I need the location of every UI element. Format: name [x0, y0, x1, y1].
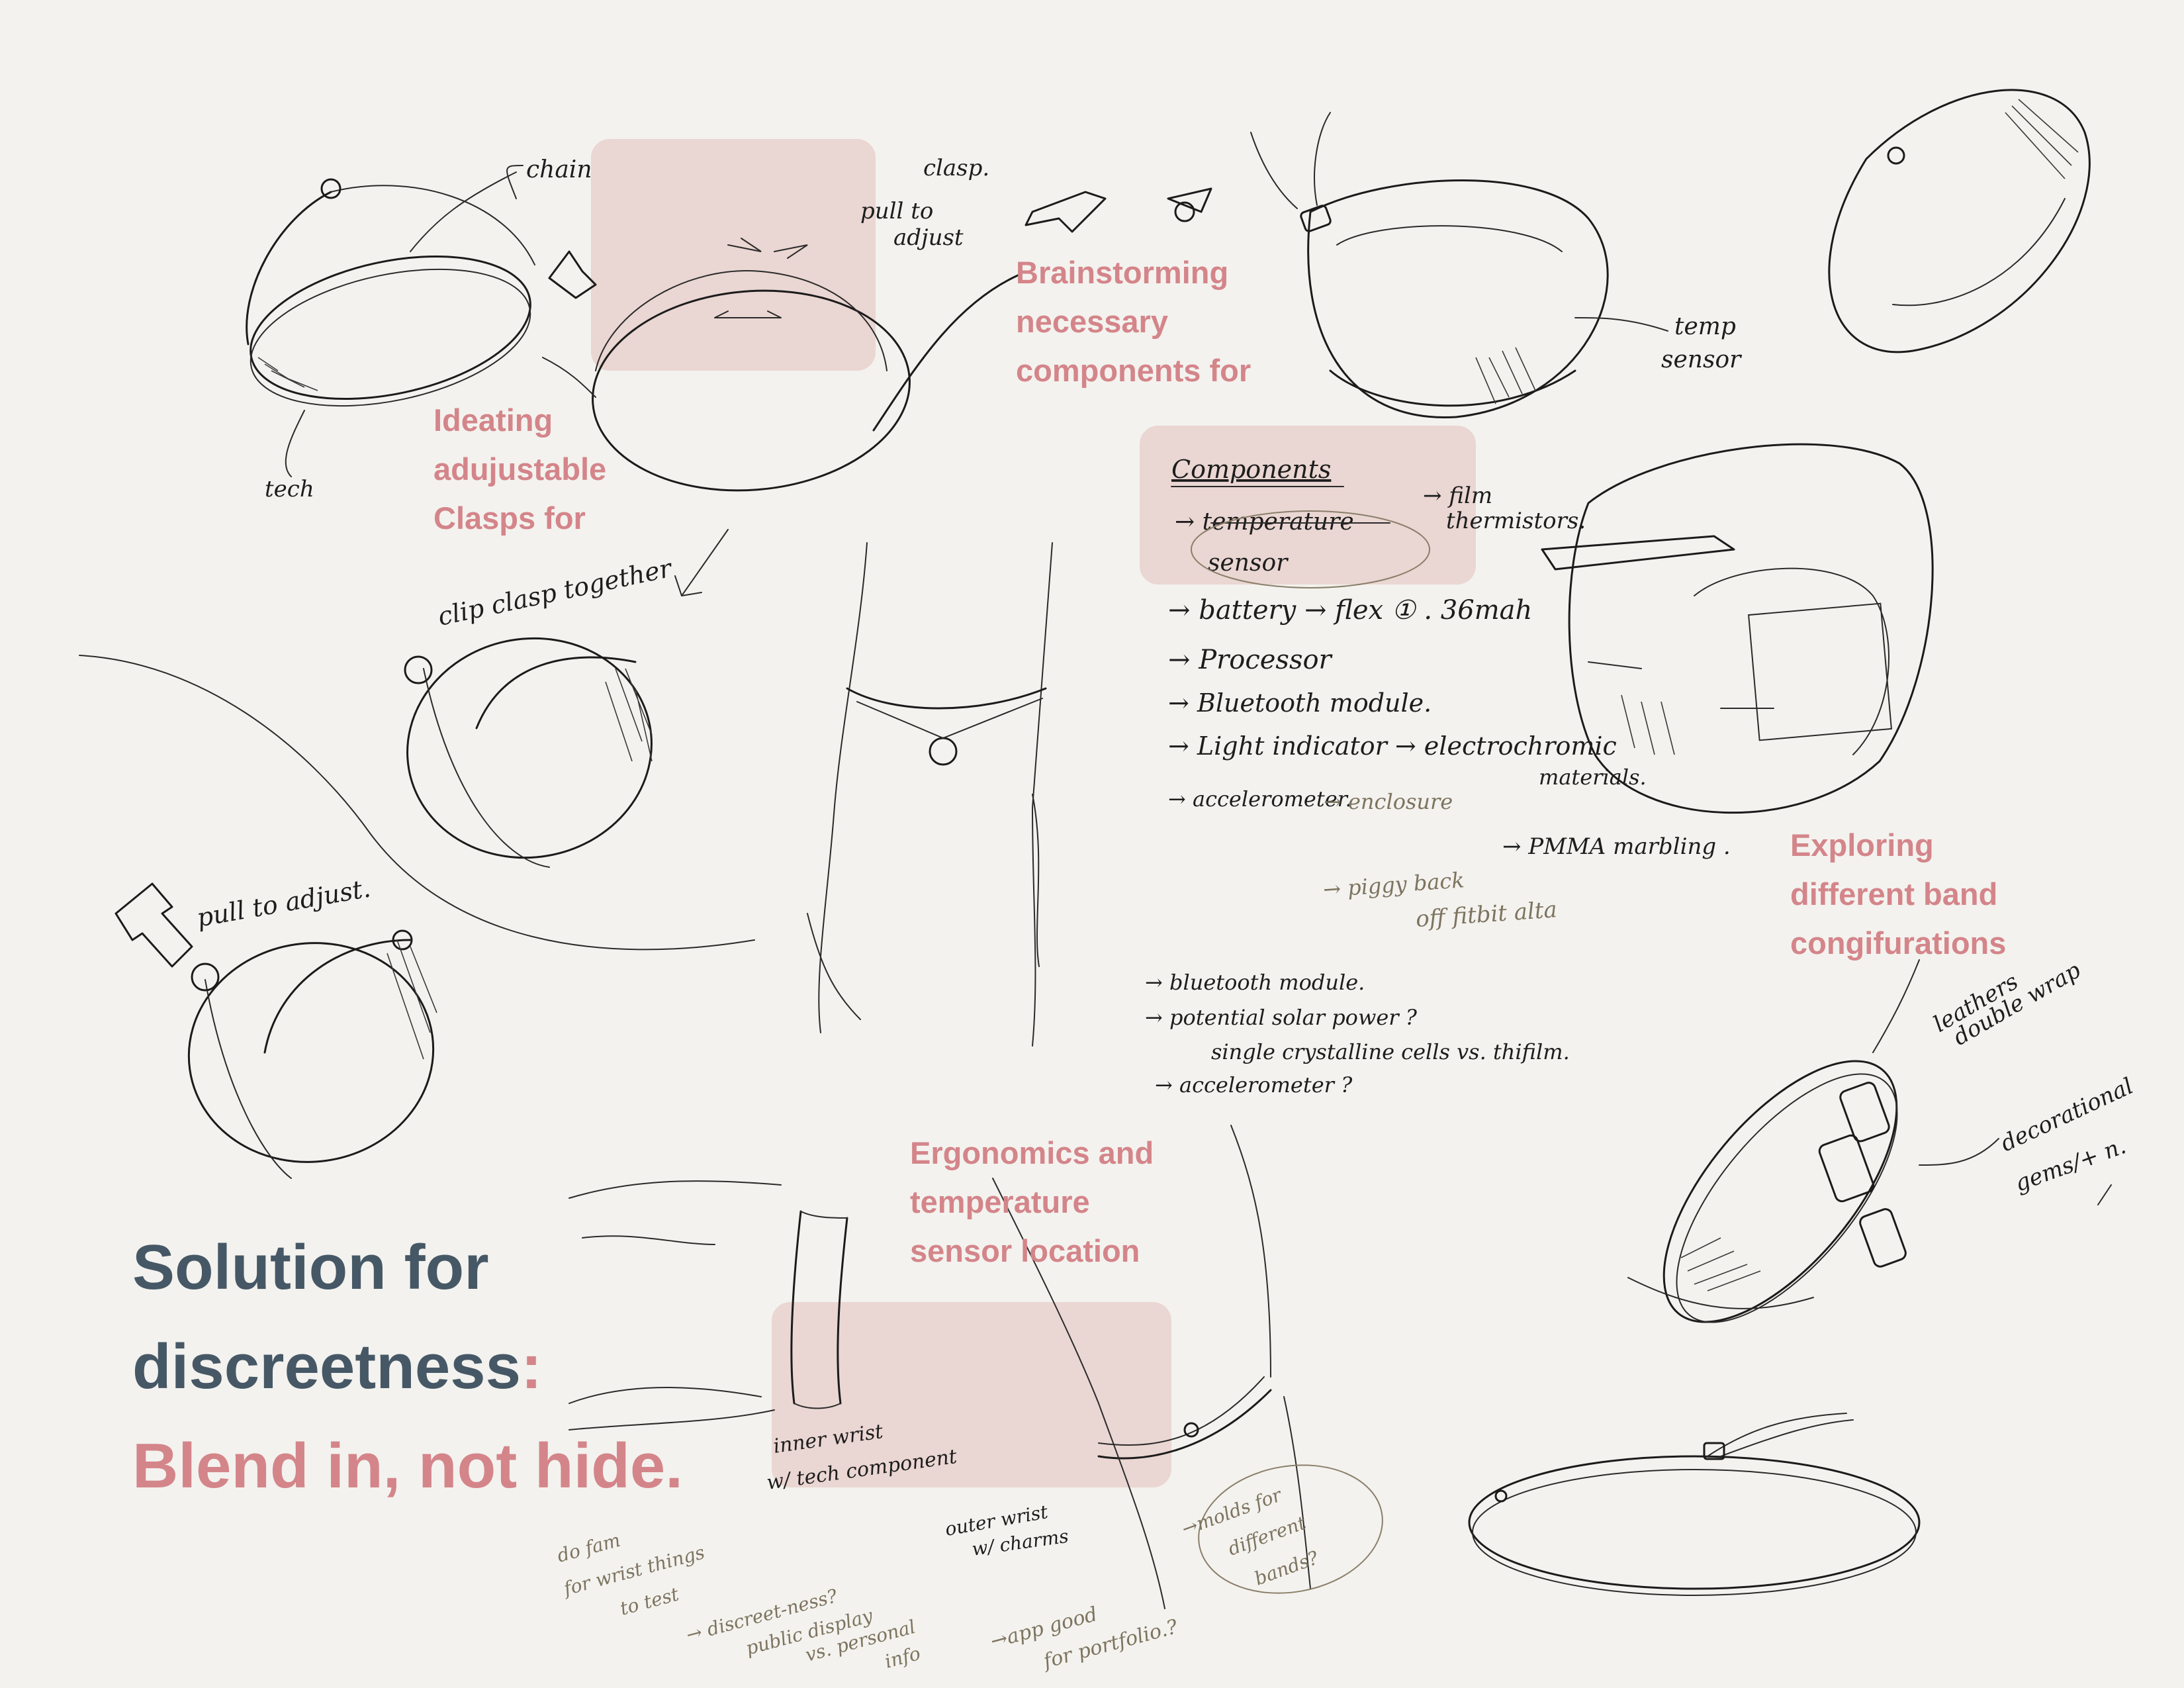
sketch-curve-line	[79, 655, 754, 949]
headline-line3: Blend in, not hide.	[132, 1417, 683, 1516]
caption-ergonomics-line1: Ergonomics and	[910, 1129, 1154, 1178]
caption-ergonomics-line3: sensor location	[910, 1227, 1154, 1276]
note-temp: temp	[1674, 313, 1736, 340]
component-temperature: → temperature	[1175, 508, 1354, 536]
caption-bands-line2: different band	[1790, 870, 2006, 919]
component-film: → film	[1423, 483, 1492, 509]
component-crystalline: single crystalline cells vs. thifilm.	[1211, 1039, 1570, 1064]
component-enclosure: → enclosure	[1324, 789, 1453, 814]
note-molds-3: bands?	[1251, 1546, 1322, 1590]
sketch-arm-bracelet	[807, 543, 1052, 1046]
component-accelerometer-2: → accelerometer ?	[1155, 1072, 1353, 1098]
component-pmma: → PMMA marbling .	[1502, 833, 1731, 860]
component-solar: → potential solar power ?	[1145, 1005, 1418, 1030]
caption-clasps-line3: Clasps for	[433, 494, 606, 543]
component-sensor: sensor	[1208, 549, 1289, 577]
caption-components: Brainstorming necessary components for	[1016, 248, 1251, 395]
component-bluetooth-2: → bluetooth module.	[1145, 970, 1365, 995]
note-todo-1: do fam	[555, 1529, 623, 1567]
highlight-box-clasp	[591, 139, 876, 371]
sketch-leather-double-wrap	[1622, 960, 2111, 1360]
headline-line2: discreetness:	[132, 1317, 683, 1417]
headline-line2-colon: :	[521, 1331, 542, 1402]
caption-ergonomics-line2: temperature	[910, 1178, 1154, 1227]
note-clasp: clasp.	[923, 155, 989, 181]
component-processor: → Processor	[1168, 645, 1334, 675]
note-todo-3: to test	[617, 1583, 682, 1619]
caption-bands-line1: Exploring	[1790, 821, 2006, 870]
caption-components-line3: components for	[1016, 346, 1251, 395]
component-piggy-back: → piggy back	[1322, 867, 1465, 902]
caption-clasps-line1: Ideating	[433, 396, 606, 445]
components-heading: Components	[1171, 455, 1331, 484]
headline-line2-main: discreetness	[132, 1331, 521, 1402]
note-discreet-4: info	[882, 1642, 923, 1673]
note-sensor: sensor	[1661, 346, 1742, 373]
component-light-indicator: → Light indicator → electrochromic	[1168, 731, 1617, 761]
caption-clasps-line2: adujustable	[433, 445, 606, 494]
note-tech: tech	[265, 476, 314, 502]
highlight-box-inner-wrist	[772, 1302, 1171, 1487]
caption-components-line1: Brainstorming	[1016, 248, 1251, 297]
caption-bands-line3: congifurations	[1790, 919, 2006, 968]
sketch-pull-adjust-bracelet	[116, 884, 447, 1178]
component-fitbit: off fitbit alta	[1415, 896, 1558, 933]
component-materials: materials.	[1539, 765, 1647, 790]
component-thermistors: thermistors.	[1446, 508, 1586, 534]
note-pull-to: pull to	[860, 198, 933, 224]
caption-ergonomics: Ergonomics and temperature sensor locati…	[910, 1129, 1154, 1276]
caption-clasps: Ideating adujustable Clasps for	[433, 396, 606, 543]
note-pull-to-adjust: pull to adjust.	[195, 873, 373, 932]
sketch-bottom-bracelet	[1469, 1413, 1919, 1595]
note-adjust: adjust	[893, 224, 964, 251]
note-clip-clasp: clip clasp together	[435, 553, 676, 631]
headline-line1: Solution for	[132, 1218, 683, 1317]
note-chain: chain	[526, 156, 592, 183]
caption-bands: Exploring different band congifurations	[1790, 821, 2006, 968]
caption-components-line2: necessary	[1016, 297, 1251, 346]
headline: Solution for discreetness: Blend in, not…	[132, 1218, 683, 1516]
sketch-cuff-bracelet	[1829, 90, 2089, 352]
component-bluetooth: → Bluetooth module.	[1168, 688, 1432, 718]
component-battery: → battery → flex ① . 36mah	[1168, 595, 1532, 626]
